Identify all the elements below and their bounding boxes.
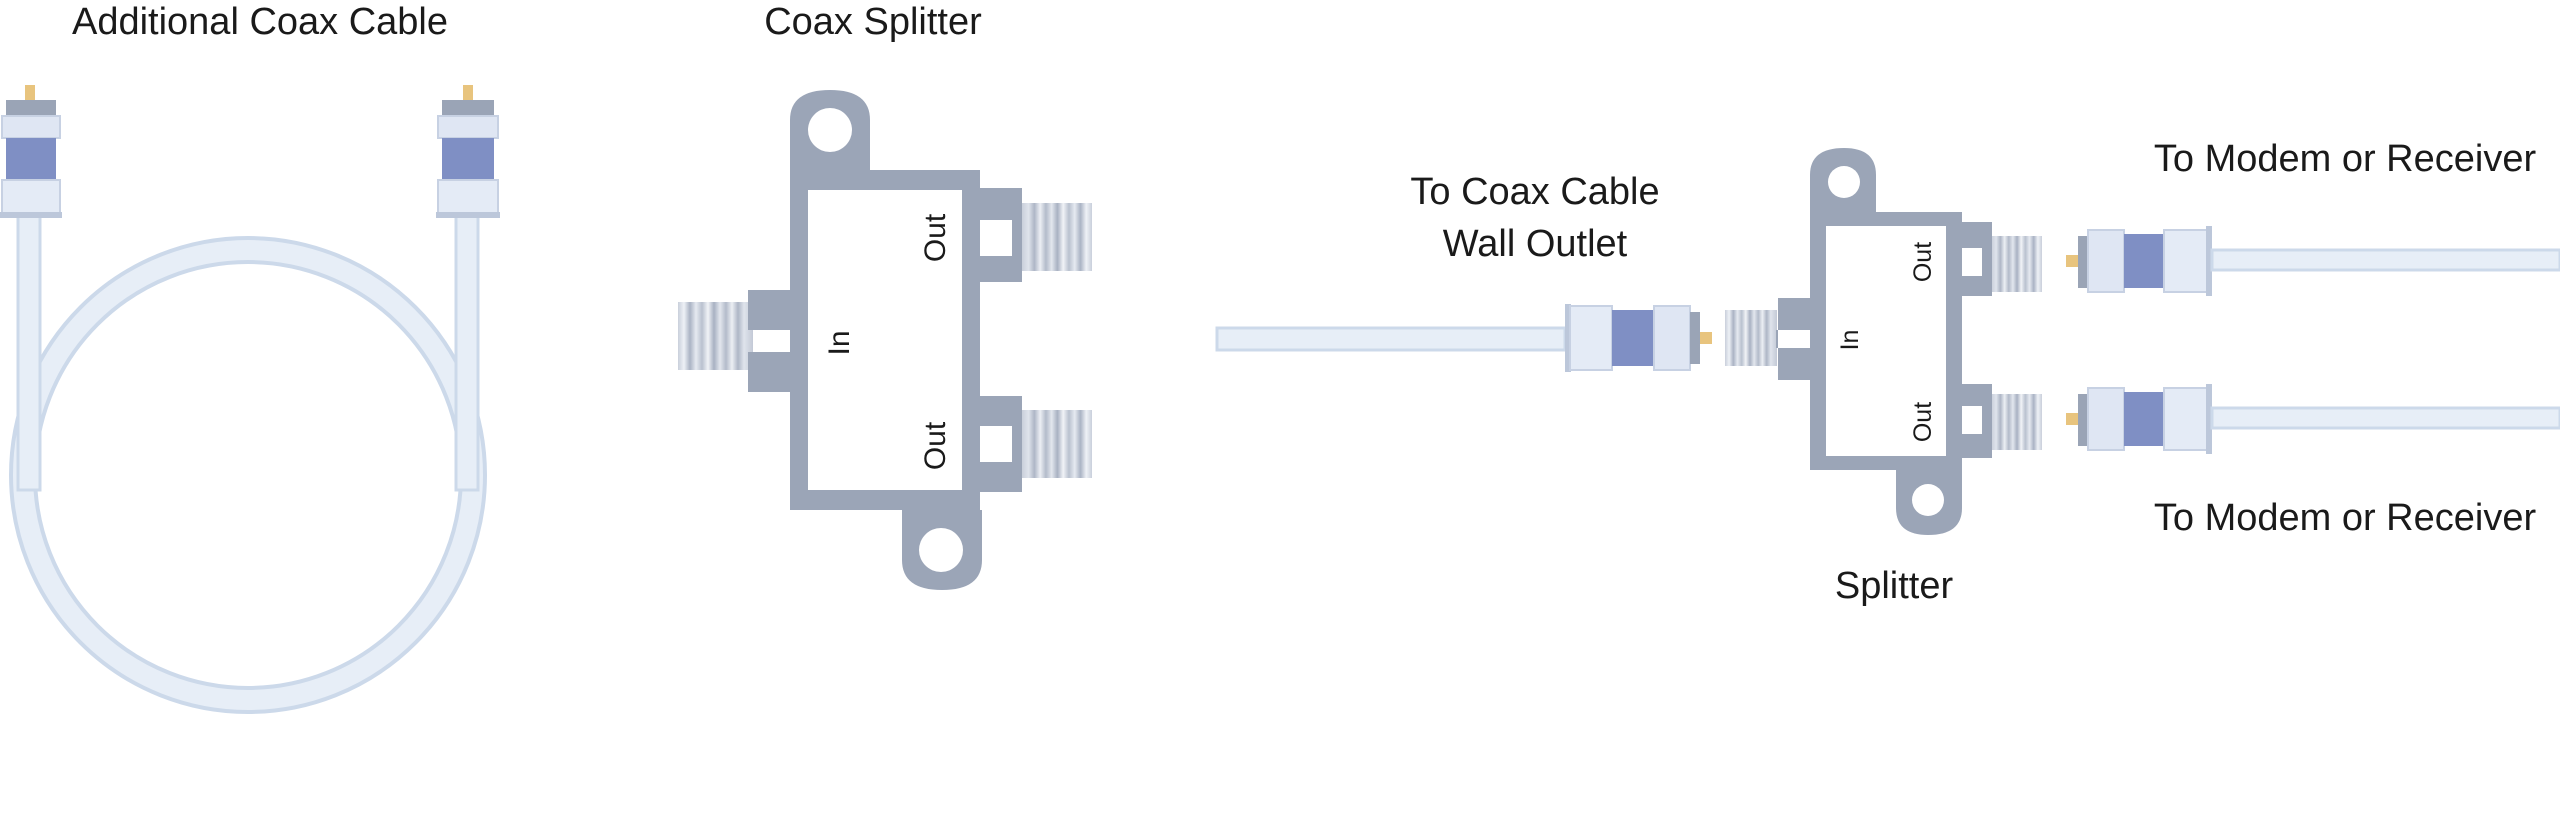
small-out-top-label: Out	[1909, 242, 1937, 282]
to-modem-label-bottom: To Modem or Receiver	[2154, 497, 2537, 539]
to-modem-label-top: To Modem or Receiver	[2154, 138, 2537, 180]
output-cable-bottom	[2066, 384, 2560, 454]
small-out-bottom-label: Out	[1909, 402, 1937, 442]
large-splitter-body	[790, 90, 982, 590]
small-in-label: In	[1836, 330, 1864, 351]
splitter-label: Splitter	[1835, 565, 1954, 607]
coiled-coax-cable	[0, 85, 500, 714]
small-out-top-fitting	[1990, 236, 2042, 292]
small-in-port	[1776, 298, 1812, 380]
large-out-top-fitting	[1020, 203, 1092, 271]
to-coax-wall-outlet-label-line2: Wall Outlet	[1443, 223, 1628, 265]
small-out-bottom-fitting	[1990, 394, 2042, 450]
small-splitter-body	[1810, 148, 1962, 535]
large-out-port-top	[974, 188, 1022, 282]
to-coax-wall-outlet-label-line1: To Coax Cable	[1410, 171, 1659, 213]
cable-connector-right	[436, 85, 500, 218]
coax-splitter-small: In Out Out	[1725, 148, 2042, 535]
large-in-port-fitting	[678, 302, 753, 370]
large-out-port-bottom	[974, 396, 1022, 492]
output-cable-top	[2066, 226, 2560, 296]
cable-connector-left	[0, 85, 62, 218]
coax-splitter-large: In Out Out	[678, 90, 1092, 590]
wall-outlet-cable	[1215, 304, 1712, 372]
small-out-port-top	[1952, 222, 1992, 296]
small-in-port-fitting	[1725, 310, 1777, 366]
large-in-label: In	[823, 330, 856, 355]
large-out-top-label: Out	[919, 213, 952, 262]
additional-coax-cable-label: Additional Coax Cable	[72, 1, 448, 43]
small-out-port-bottom	[1952, 384, 1992, 458]
coax-splitter-label: Coax Splitter	[764, 1, 982, 43]
large-out-bottom-fitting	[1020, 410, 1092, 478]
large-out-bottom-label: Out	[919, 421, 952, 470]
large-in-port	[748, 290, 792, 392]
